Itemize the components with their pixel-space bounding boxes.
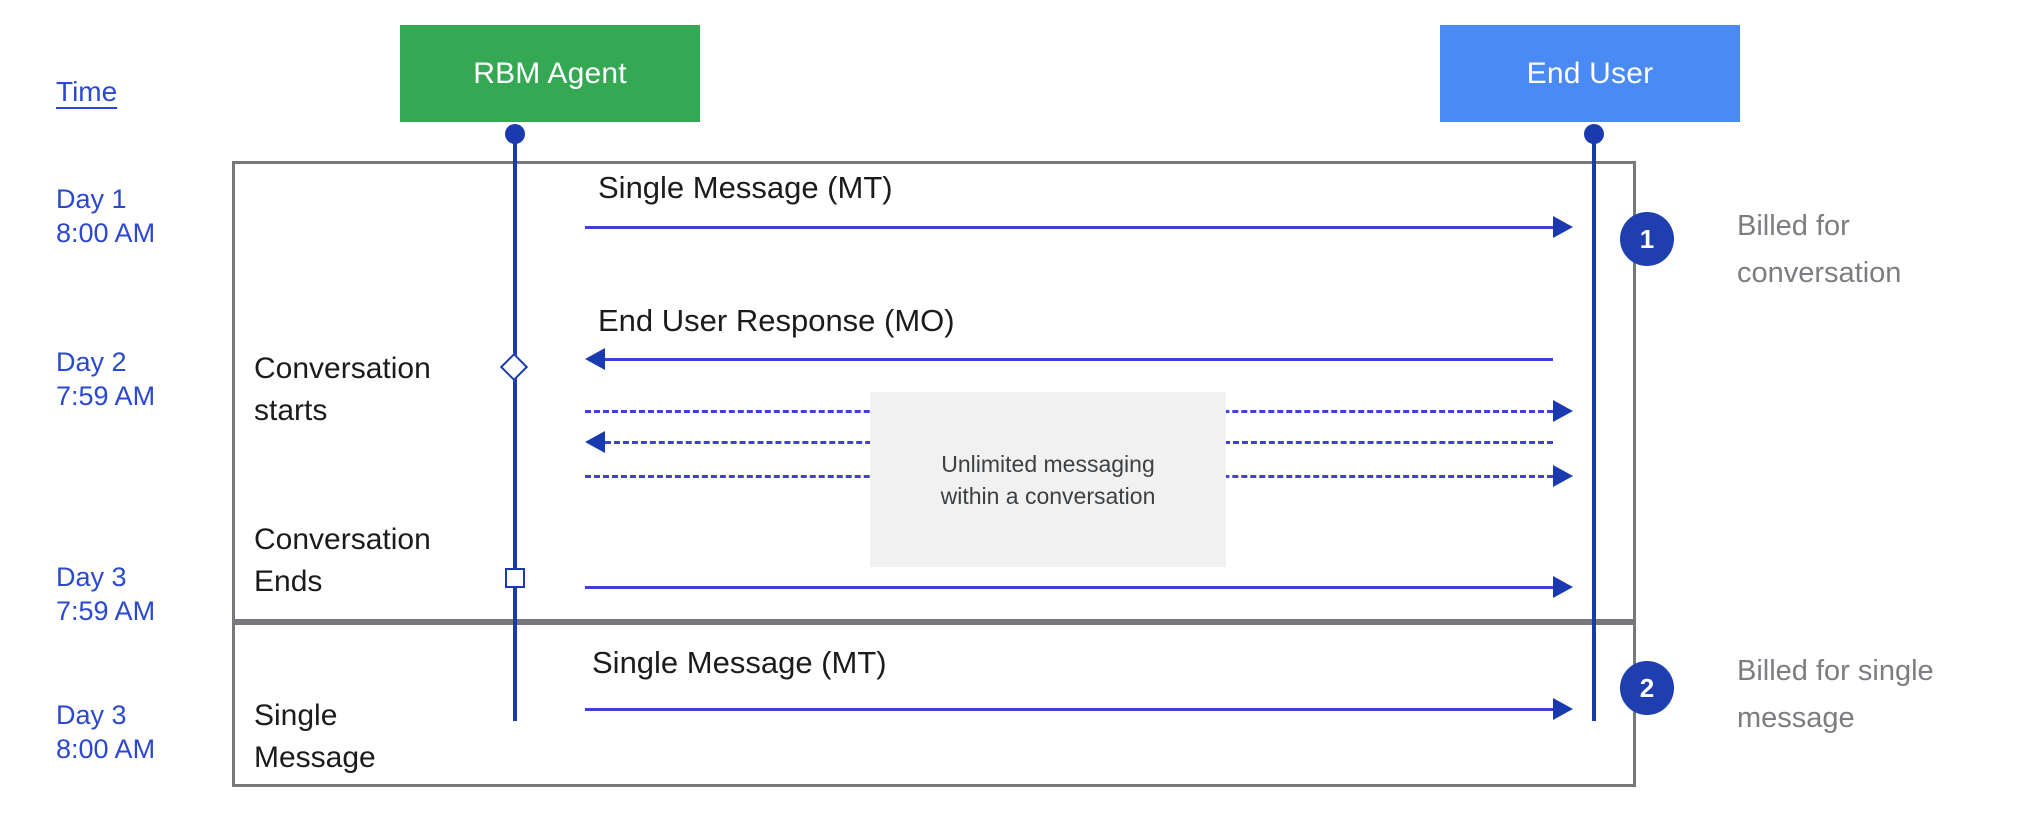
time-label-time: 8:00 AM [56,218,156,248]
stage-label-line1: Conversation [254,523,431,556]
stage-label-line1: Conversation [254,352,431,385]
time-label-day3-8am: Day 3 8:00 AM [56,698,155,766]
message-caption-single-message-mt-2: Single Message (MT) [592,645,887,680]
lifeline-end-user [1592,133,1596,721]
arrow-head-left-dashed-2 [585,431,605,453]
time-label-day: Day 3 [56,700,127,730]
group-box-conversation [232,161,1636,622]
stage-label-single-message: Single Message [254,695,376,779]
lifeline-start-dot-agent [505,124,525,144]
message-caption-end-user-response-mo: End User Response (MO) [598,303,955,338]
callout-text-billed-for-conversation: Billed for conversation [1737,203,1901,297]
arrow-head-right-dashed-1 [1553,400,1573,422]
note-unlimited-messaging: Unlimited messaging within a conversatio… [870,392,1226,567]
actor-end-user-label: End User [1526,56,1654,90]
callout-text-billed-for-single-message: Billed for single message [1737,648,1934,742]
actor-rbm-agent-label: RBM Agent [473,56,627,90]
stage-label-conversation-ends: Conversation Ends [254,519,431,603]
stage-label-line2: starts [254,394,328,427]
message-arrow-line-mt-2 [585,708,1553,711]
time-label-day1-8am: Day 1 8:00 AM [56,182,155,250]
time-label-time: 7:59 AM [56,381,156,411]
arrow-head-right-mt-1 [1553,216,1573,238]
time-label-day: Day 3 [56,562,127,592]
callout-line-1: Billed for single [1737,655,1934,687]
stage-label-line1: Single [254,699,338,732]
message-caption-single-message-mt-1: Single Message (MT) [598,170,893,205]
callout-badge-2[interactable]: 2 [1620,661,1674,715]
time-label-day2-759am: Day 2 7:59 AM [56,345,155,413]
callout-badge-1[interactable]: 1 [1620,212,1674,266]
actor-rbm-agent[interactable]: RBM Agent [400,25,700,122]
message-arrow-line-mt-1 [585,226,1553,229]
time-label-day3-759am: Day 3 7:59 AM [56,560,155,628]
callout-line-2: conversation [1737,257,1902,289]
stage-label-line2: Ends [254,565,323,598]
callout-line-1: Billed for [1737,210,1850,242]
actor-end-user[interactable]: End User [1440,25,1740,122]
arrow-head-left-mo [585,348,605,370]
time-label-day: Day 2 [56,347,127,377]
note-line-2: within a conversation [940,482,1156,509]
arrow-head-right-dashed-3 [1553,465,1573,487]
callout-line-2: message [1737,702,1855,734]
square-marker-icon [505,568,525,588]
group-box-single-message [232,622,1636,787]
stage-label-line2: Message [254,741,376,774]
note-line-1: Unlimited messaging [941,450,1155,477]
arrow-head-right-mt-2 [1553,698,1573,720]
time-label-day: Day 1 [56,184,127,214]
message-arrow-line-conversation-end [585,586,1553,589]
time-label-time: 8:00 AM [56,734,156,764]
stage-label-conversation-starts: Conversation starts [254,348,431,432]
lifeline-rbm-agent [513,133,517,721]
time-column-header: Time [56,76,118,107]
time-label-time: 7:59 AM [56,596,156,626]
arrow-head-right-conversation-end [1553,576,1573,598]
lifeline-start-dot-user [1584,124,1604,144]
message-arrow-line-mo [605,358,1553,361]
